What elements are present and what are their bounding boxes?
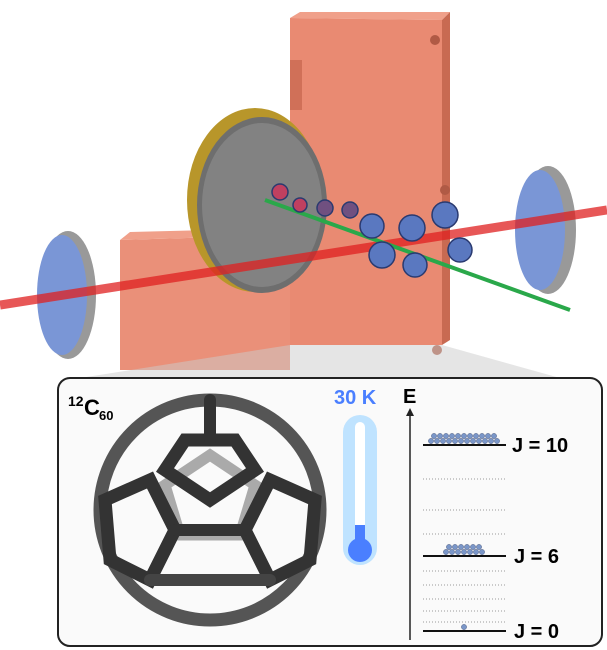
molecule-dot	[461, 549, 467, 555]
mirror-right	[515, 166, 576, 294]
molecule-dot	[473, 433, 479, 439]
molecule-dot	[443, 433, 449, 439]
molecule-dot	[434, 438, 440, 444]
sample-disk	[187, 108, 327, 293]
molecules-beam	[271, 183, 473, 278]
energy-axis-label: E	[403, 386, 416, 408]
molecule-dot	[467, 549, 473, 555]
molecule-dot	[467, 433, 473, 439]
level-label-j6: J = 6	[514, 546, 559, 568]
molecule-dot	[488, 438, 494, 444]
c60-model-icon	[93, 393, 327, 627]
molecule-dot	[431, 433, 437, 439]
energy-axis-arrow	[406, 408, 414, 416]
molecule-dot	[491, 433, 497, 439]
molecule-dot	[458, 438, 464, 444]
zoom-projection	[80, 345, 560, 378]
thermometer-icon	[343, 415, 377, 565]
molecule-dot	[485, 433, 491, 439]
molecule-dot	[479, 549, 485, 555]
element-symbol: C	[84, 395, 100, 420]
molecule-dot	[476, 438, 482, 444]
molecule-dot	[461, 624, 467, 630]
molecule-dot	[440, 438, 446, 444]
atom-count-subscript: 60	[99, 408, 113, 423]
molecule-dot	[428, 438, 434, 444]
molecule-dot	[494, 438, 500, 444]
molecule-dot	[437, 433, 443, 439]
level-label-j0: J = 0	[514, 621, 559, 643]
molecule-dot	[452, 438, 458, 444]
molecule-dot	[470, 438, 476, 444]
molecule-dot	[476, 544, 482, 550]
molecule-dot	[458, 544, 464, 550]
level-populations	[428, 433, 500, 630]
molecule-dot	[470, 544, 476, 550]
molecule-dot	[446, 438, 452, 444]
molecule-dot	[449, 433, 455, 439]
temperature-label: 30 K	[334, 387, 377, 409]
molecule-dot	[455, 433, 461, 439]
molecule-dot	[464, 544, 470, 550]
level-label-j10: J = 10	[512, 435, 568, 457]
molecule-dot	[452, 544, 458, 550]
molecule-dot	[482, 438, 488, 444]
molecule-dot	[473, 549, 479, 555]
molecule-dot	[464, 438, 470, 444]
molecule-dot	[479, 433, 485, 439]
molecule-dot	[449, 549, 455, 555]
isotope-superscript: 12	[68, 393, 84, 409]
red-laser-beam	[0, 205, 607, 310]
molecule-dot	[455, 549, 461, 555]
molecule-dot	[446, 544, 452, 550]
molecule-dot	[443, 549, 449, 555]
energy-levels	[423, 478, 506, 623]
molecule-dot	[461, 433, 467, 439]
